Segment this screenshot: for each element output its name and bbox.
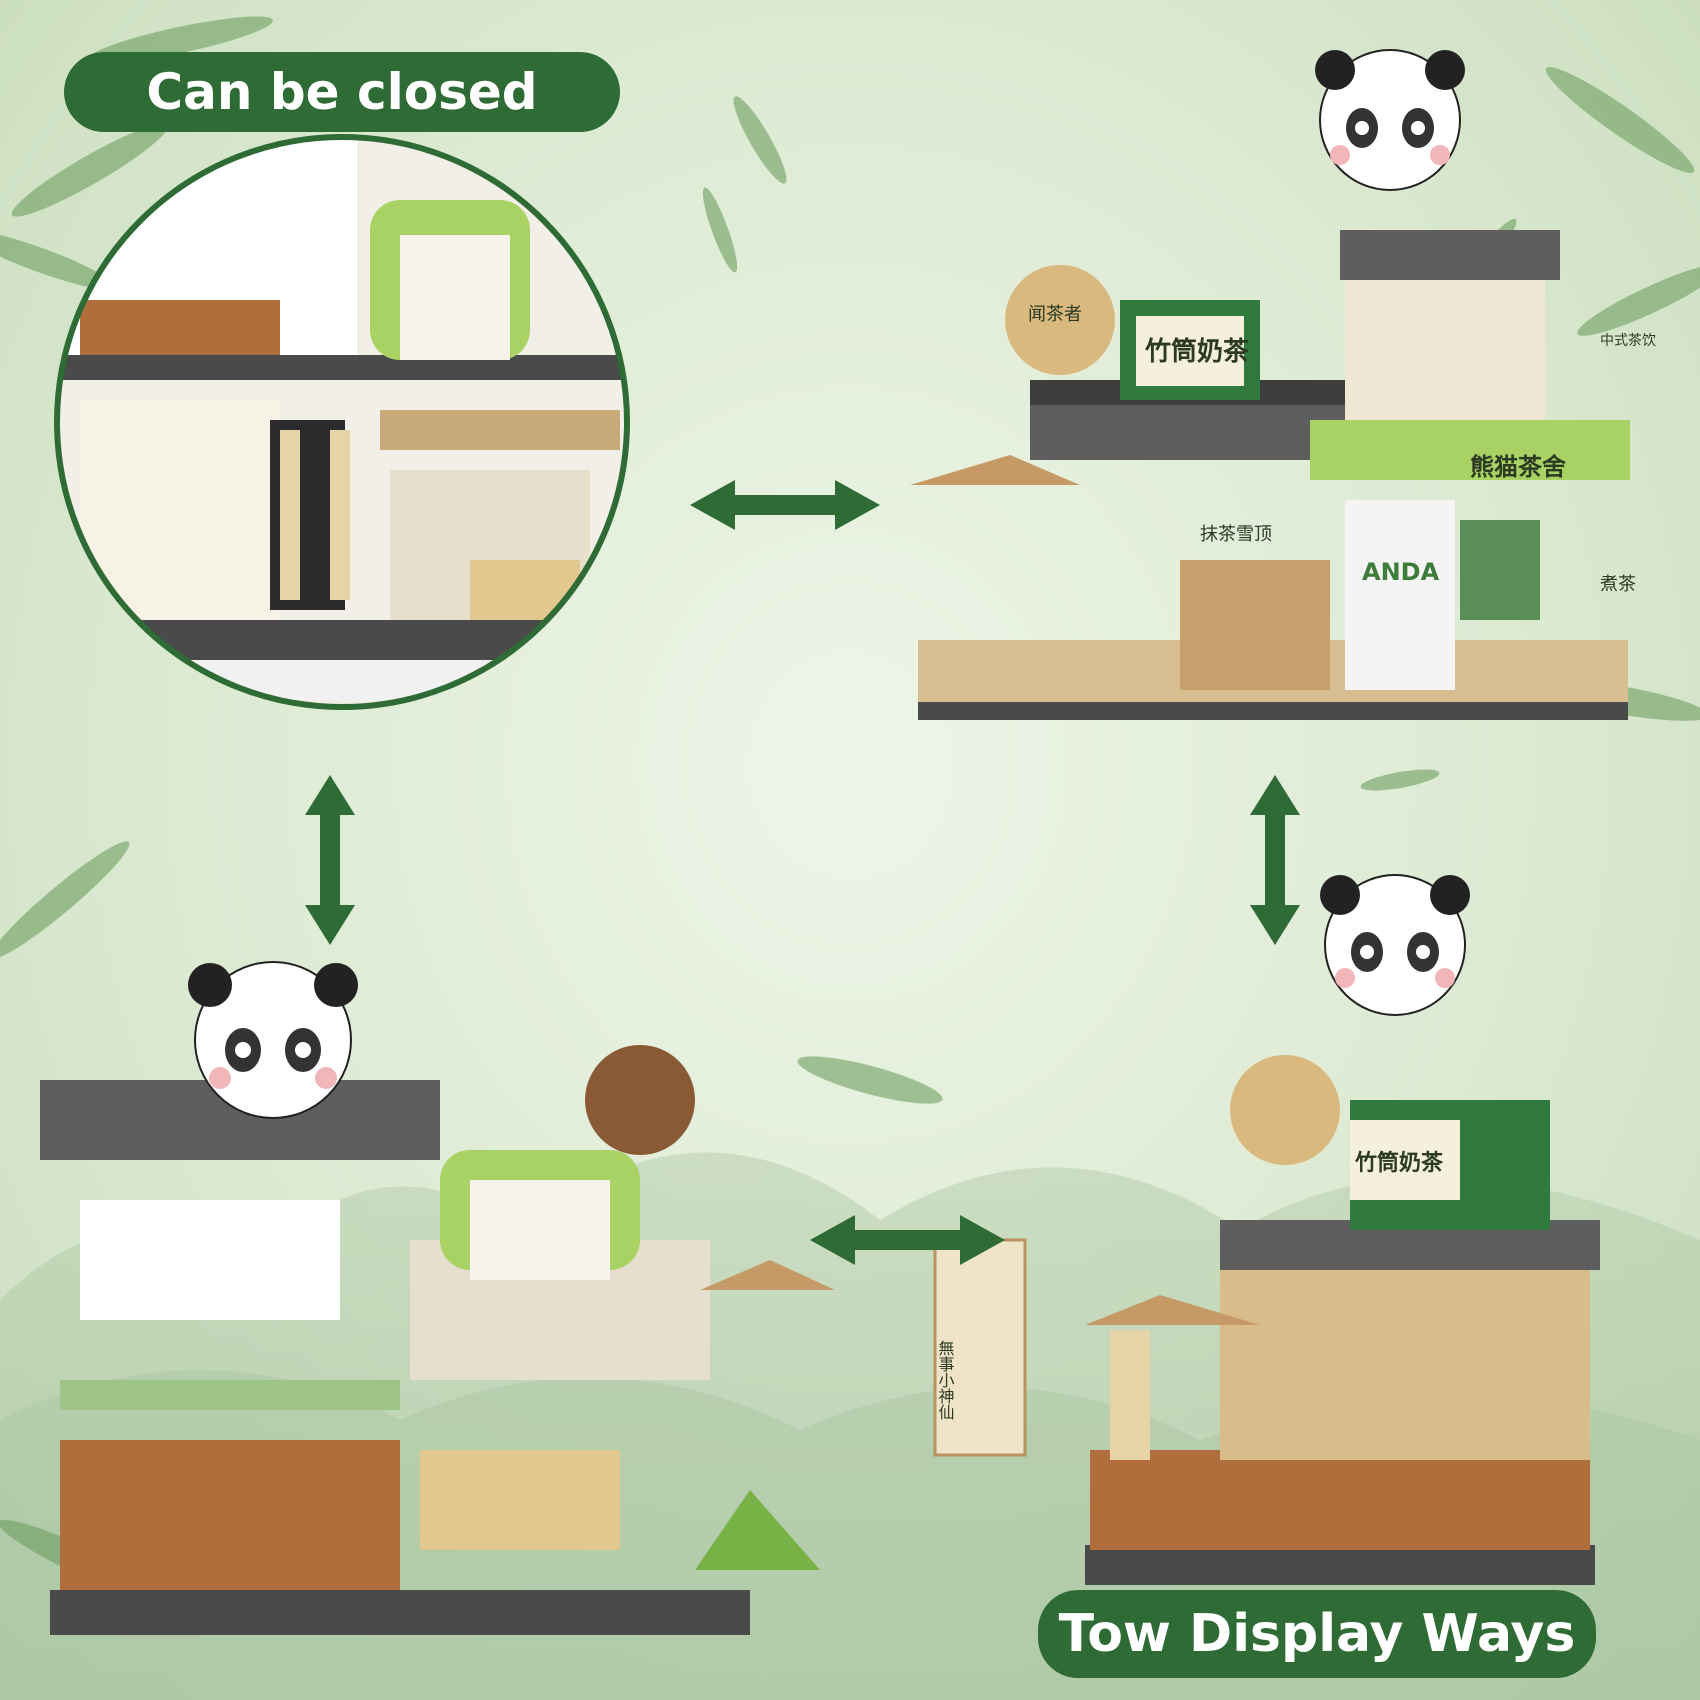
closeup-circle-border <box>54 134 630 710</box>
sign-board: 抹茶雪顶 <box>1200 524 1272 545</box>
panda-head-bl <box>194 961 352 1119</box>
panda-head-br <box>1324 874 1466 1016</box>
model-bottom-right <box>933 874 1600 1585</box>
arrow-vertical-right <box>1250 775 1300 945</box>
closeup-circle <box>57 137 627 707</box>
panda-head-tr <box>1319 49 1461 191</box>
sign-fan: 闻茶者 <box>1028 304 1082 325</box>
sign-panda-tea-house: 熊猫茶舍 <box>1470 453 1567 481</box>
display-ways-label: Tow Display Ways <box>1038 1590 1596 1678</box>
model-bottom-left <box>40 961 835 1635</box>
model-top-right <box>910 49 1630 720</box>
arrow-vertical-left <box>305 775 355 945</box>
can-be-closed-label: Can be closed <box>64 52 620 132</box>
sign-scroll: 無事小神仙 <box>936 1340 955 1420</box>
shop-signs: 竹筒奶茶 熊猫茶舍 闻茶者 中式茶饮 ANDA 抹茶雪顶 煮茶 竹筒奶茶 無事小… <box>936 304 1657 1420</box>
sign-bamboo-milk-tea-br: 竹筒奶茶 <box>1354 1150 1444 1176</box>
arrow-horizontal-top <box>690 480 880 530</box>
sign-bamboo-milk-tea-tr: 竹筒奶茶 <box>1144 336 1250 367</box>
sign-chalk: 煮茶 <box>1600 574 1636 595</box>
sign-brand: ANDA <box>1362 558 1440 586</box>
sign-chinese-tea: 中式茶饮 <box>1600 333 1656 349</box>
arrow-horizontal-bottom <box>810 1215 1005 1265</box>
